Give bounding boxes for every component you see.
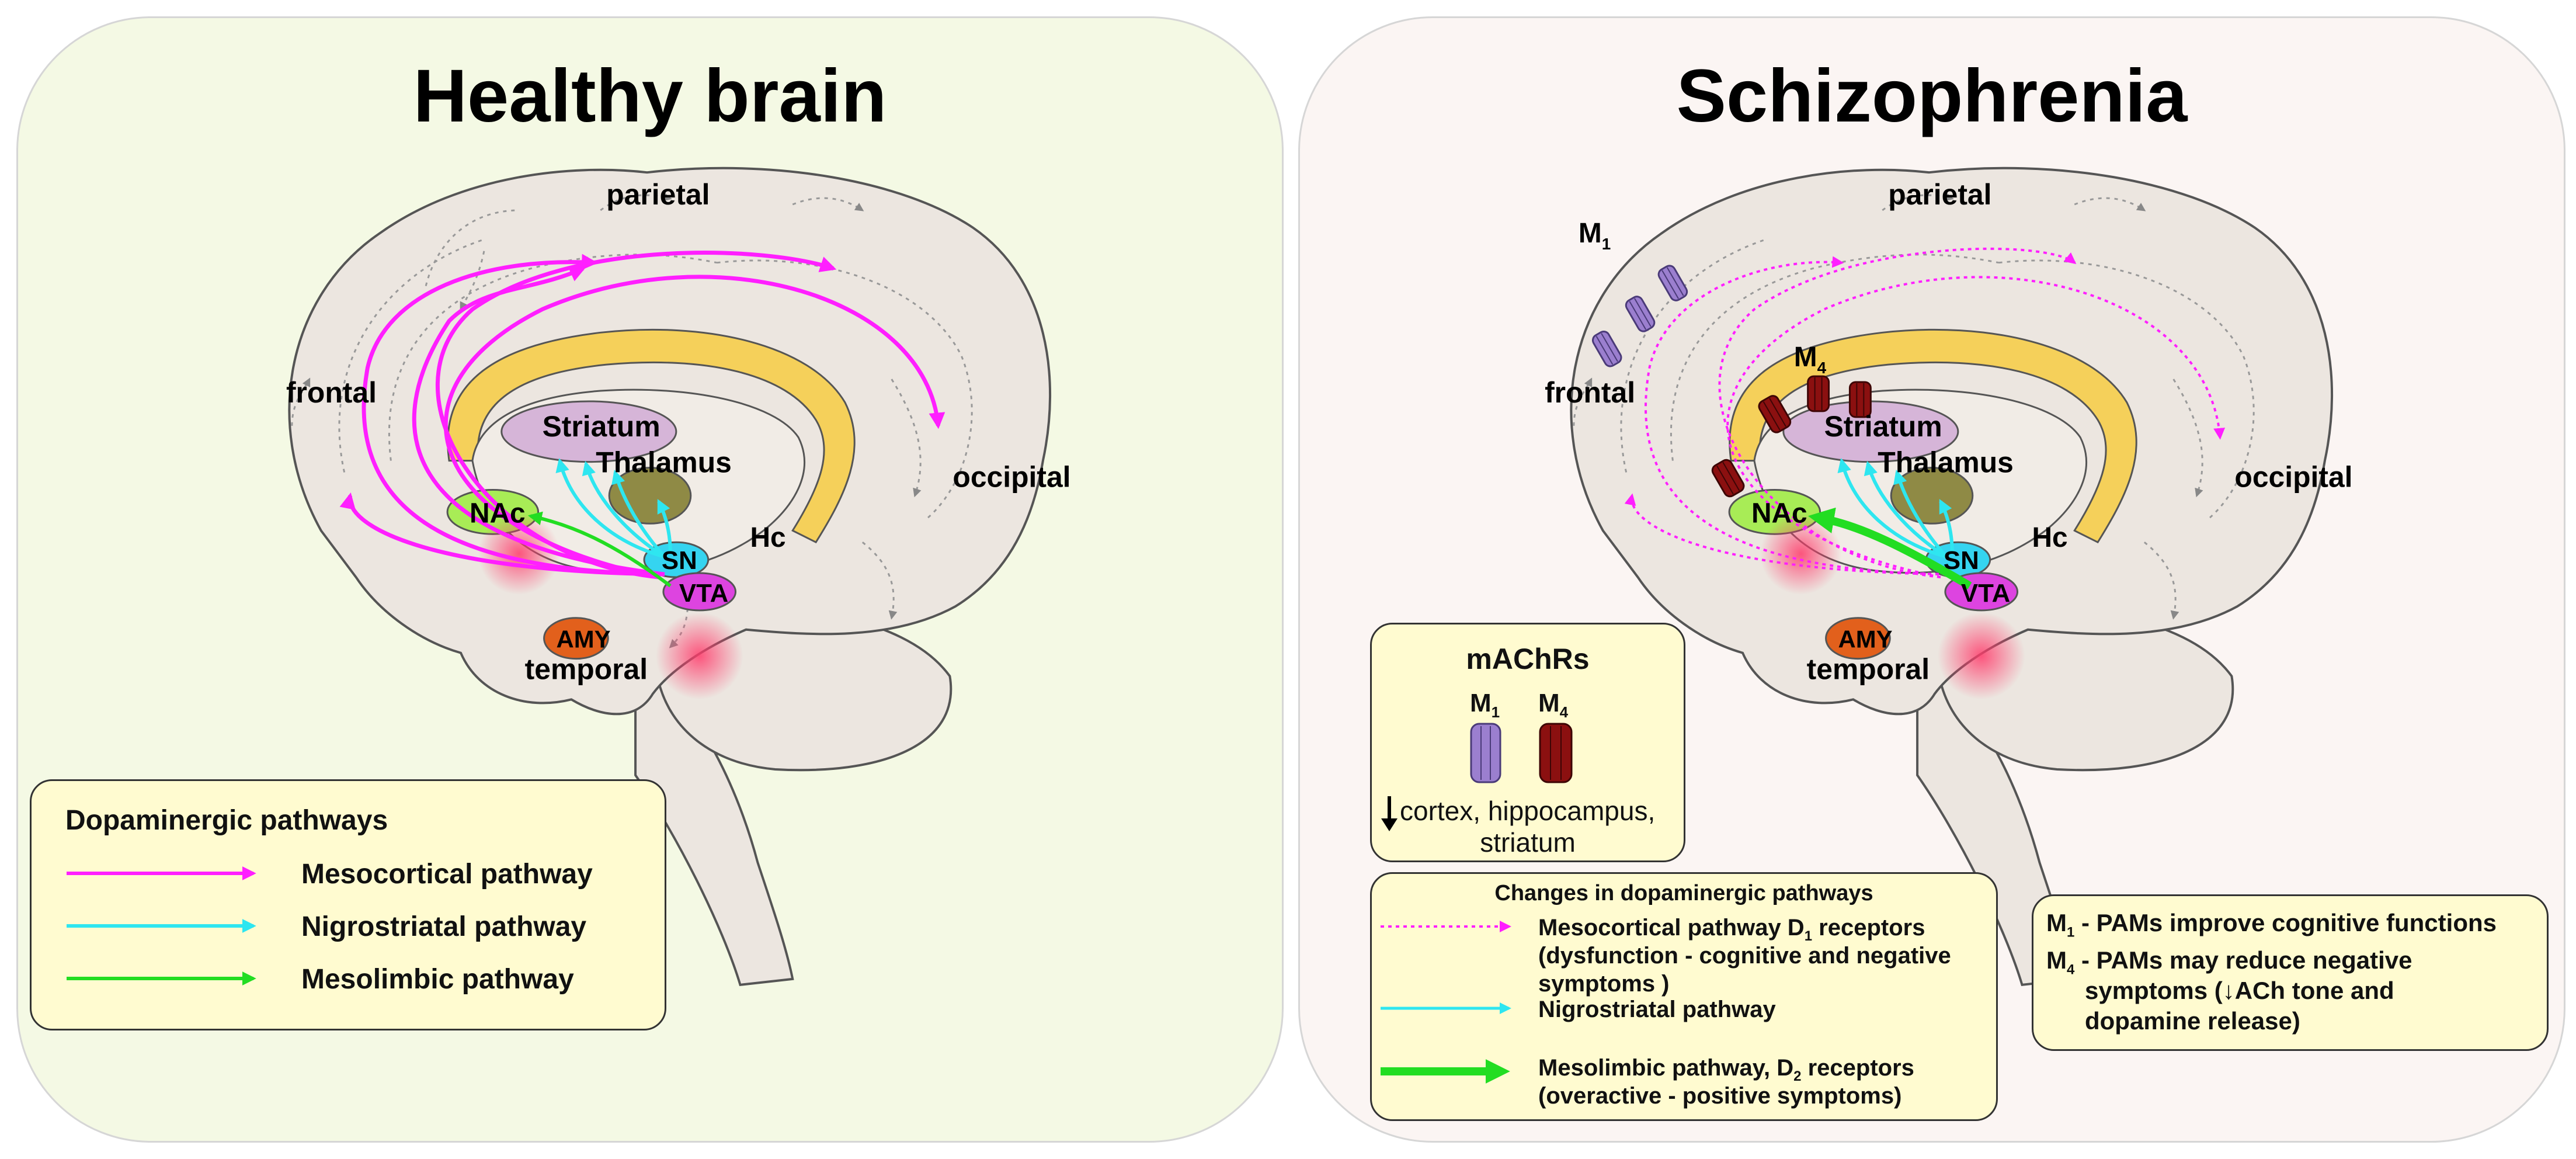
region-label-striatum: Striatum [1824,410,1942,443]
region-label-sn: SN [1944,546,1979,575]
region-label-parietal: parietal [1888,178,1991,211]
changes-mesolimbic-label: Mesolimbic pathway, D2 receptors [1538,1055,1914,1084]
amy-shape [543,617,609,660]
changes-mesolimbic-line2: (overactive - positive symptoms) [1538,1083,1902,1109]
legend-item-nigrostriatal: Nigrostriatal pathway [301,911,587,942]
region-label-nac: NAc [470,498,526,529]
region-label-frontal: frontal [286,376,377,409]
changes-mesocortical-line3: symptoms ) [1538,971,1670,997]
region-label-thalamus: Thalamus [1878,446,2014,479]
pams-m1-line: M1 - PAMs improve cognitive functions [2046,909,2497,941]
machrs-m1-label: M1 [1470,689,1500,721]
region-label-parietal: parietal [606,178,710,211]
legend-item-mesolimbic: Mesolimbic pathway [301,964,574,995]
region-label-amy: AMY [557,626,611,653]
corpus-callosum [447,328,856,544]
machrs-line2: striatum [1480,827,1576,858]
mesolimbic-arrow-thick [1808,507,1972,589]
mesolimbic-arrow [527,511,672,588]
amy-shape [1825,617,1891,660]
receptor-label-m1: M1 [1579,218,1611,253]
region-label-amy: AMY [1838,626,1893,653]
machrs-m4-label: M4 [1538,689,1569,721]
schizophrenia-panel: Schizophrenia [1298,16,2565,1143]
machrs-title: mAChRs [1466,643,1590,675]
region-label-vta: VTA [679,579,728,608]
panel-title: Healthy brain [413,54,887,138]
region-label-temporal: temporal [525,653,648,685]
changes-mesocortical-line2: (dysfunction - cognitive and negative [1538,943,1951,969]
vta-shape [662,572,737,612]
dopaminergic-legend: Dopaminergic pathways Mesocortical pathw… [30,779,666,1030]
activity-glow [1937,612,2025,700]
pams-m4-line2: symptoms (↓ACh tone and [2085,977,2394,1004]
m4-receptor-icon [1539,723,1573,783]
changes-swatches [1381,921,1511,1084]
activity-glow [1760,513,1842,595]
region-label-occipital: occipital [952,460,1070,493]
receptor-label-m4: M4 [1794,342,1827,377]
machrs-box: mAChRs M1 M4 cortex, hippocampus, striat… [1370,623,1685,862]
region-label-sn: SN [662,546,697,575]
machrs-line1: cortex, hippocampus, [1400,796,1656,826]
legend-title: Dopaminergic pathways [65,805,388,836]
pams-box: M1 - PAMs improve cognitive functions M4… [2032,894,2549,1051]
region-label-occipital: occipital [2234,460,2352,493]
brain-sagittal-diagram: parietal frontal occipital temporal Stri… [286,166,1071,986]
corpus-callosum [1729,328,2137,544]
brain-sagittal-diagram: M1 M4 parietal frontal occipital tempora… [1545,166,2353,986]
region-label-hc: Hc [2032,522,2067,553]
panel-title: Schizophrenia [1676,54,2188,138]
changes-nigrostriatal-label: Nigrostriatal pathway [1538,997,1776,1022]
pams-m4-line3: dopamine release) [2085,1007,2300,1035]
region-label-vta: VTA [1961,579,2010,608]
legend-item-mesocortical: Mesocortical pathway [301,859,593,890]
region-label-thalamus: Thalamus [596,446,732,479]
m1-receptor-icon [1470,723,1501,783]
pams-m4-line1: M4 - PAMs may reduce negative [2046,946,2412,978]
changes-mesocortical-label: Mesocortical pathway D1 receptors [1538,915,1925,944]
activity-glow [655,612,743,700]
region-label-nac: NAc [1751,498,1807,529]
region-label-temporal: temporal [1807,653,1930,685]
region-label-striatum: Striatum [543,410,660,443]
changes-title: Changes in dopaminergic pathways [1494,881,1873,905]
down-arrow-icon: ↓ [2222,977,2235,1004]
region-label-hc: Hc [750,522,785,553]
machrs-receptor-icons [1470,723,1573,783]
healthy-brain-panel: Healthy brain [16,16,1284,1143]
region-label-frontal: frontal [1545,376,1635,409]
legend-swatches [67,866,256,986]
down-arrow-icon [1381,796,1397,831]
changes-box: Changes in dopaminergic pathways Mesocor… [1370,872,1998,1121]
